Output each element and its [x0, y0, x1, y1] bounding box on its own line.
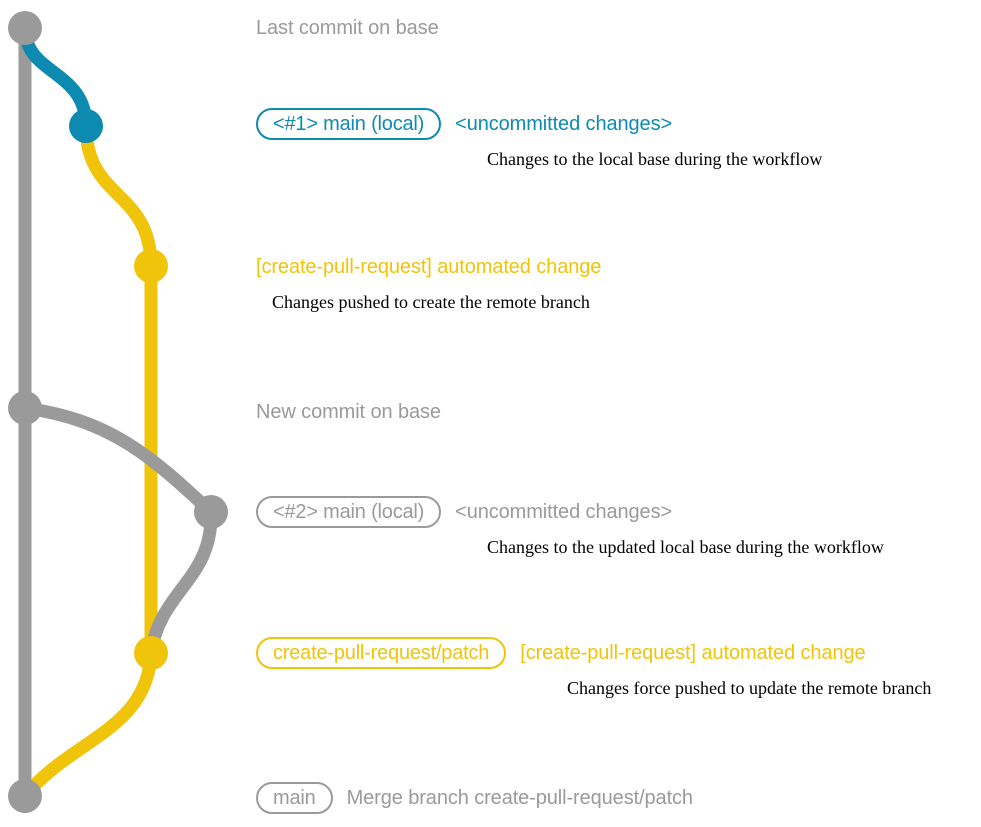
local-change-1-headline: <uncommitted changes> — [455, 113, 673, 135]
remote-commit-2-headline: [create-pull-request] automated change — [520, 642, 866, 664]
merge-commit-headline: Merge branch create-pull-request/patch — [346, 787, 693, 809]
row-local-change-1: <#1> main (local) <uncommitted changes> … — [0, 104, 981, 168]
node-remote-commit-1 — [134, 249, 168, 283]
row-new-commit: New commit on base — [0, 392, 981, 432]
local-change-1-subtext: Changes to the local base during the wor… — [487, 149, 823, 169]
row-local-change-2: <#2> main (local) <uncommitted changes> … — [0, 492, 981, 556]
node-remote-commit-2 — [134, 636, 168, 670]
branch-pill-main[interactable]: main — [256, 782, 333, 814]
row-remote-commit-2: create-pull-request/patch [create-pull-r… — [0, 633, 981, 697]
branch-pill-create-pull-request-patch[interactable]: create-pull-request/patch — [256, 637, 507, 669]
branch-force-push — [144, 505, 218, 660]
branch-remote-push-1 — [79, 119, 158, 273]
local-change-2-subtext: Changes to the updated local base during… — [487, 537, 884, 557]
node-base-last-commit — [8, 11, 42, 45]
row-remote-commit-1: [create-pull-request] automated change C… — [0, 247, 981, 311]
branch-local-2 — [18, 401, 218, 519]
branch-pill-main-local-2[interactable]: <#2> main (local) — [256, 496, 442, 528]
row-merge-commit: main Merge branch create-pull-request/pa… — [0, 778, 981, 818]
branch-pill-main-local-1[interactable]: <#1> main (local) — [256, 108, 442, 140]
node-local-change-1 — [69, 109, 103, 143]
branch-merge-to-base — [18, 646, 158, 803]
row-last-commit: Last commit on base — [0, 8, 981, 48]
node-base-new-commit — [8, 391, 42, 425]
node-base-merge — [8, 779, 42, 813]
remote-commit-1-headline: [create-pull-request] automated change — [256, 256, 602, 278]
local-change-2-headline: <uncommitted changes> — [455, 501, 673, 523]
remote-commit-1-subtext: Changes pushed to create the remote bran… — [272, 292, 590, 312]
remote-commit-2-subtext: Changes force pushed to update the remot… — [567, 678, 932, 698]
node-local-change-2 — [194, 495, 228, 529]
last-commit-headline: Last commit on base — [256, 17, 439, 39]
new-commit-headline: New commit on base — [256, 401, 441, 423]
